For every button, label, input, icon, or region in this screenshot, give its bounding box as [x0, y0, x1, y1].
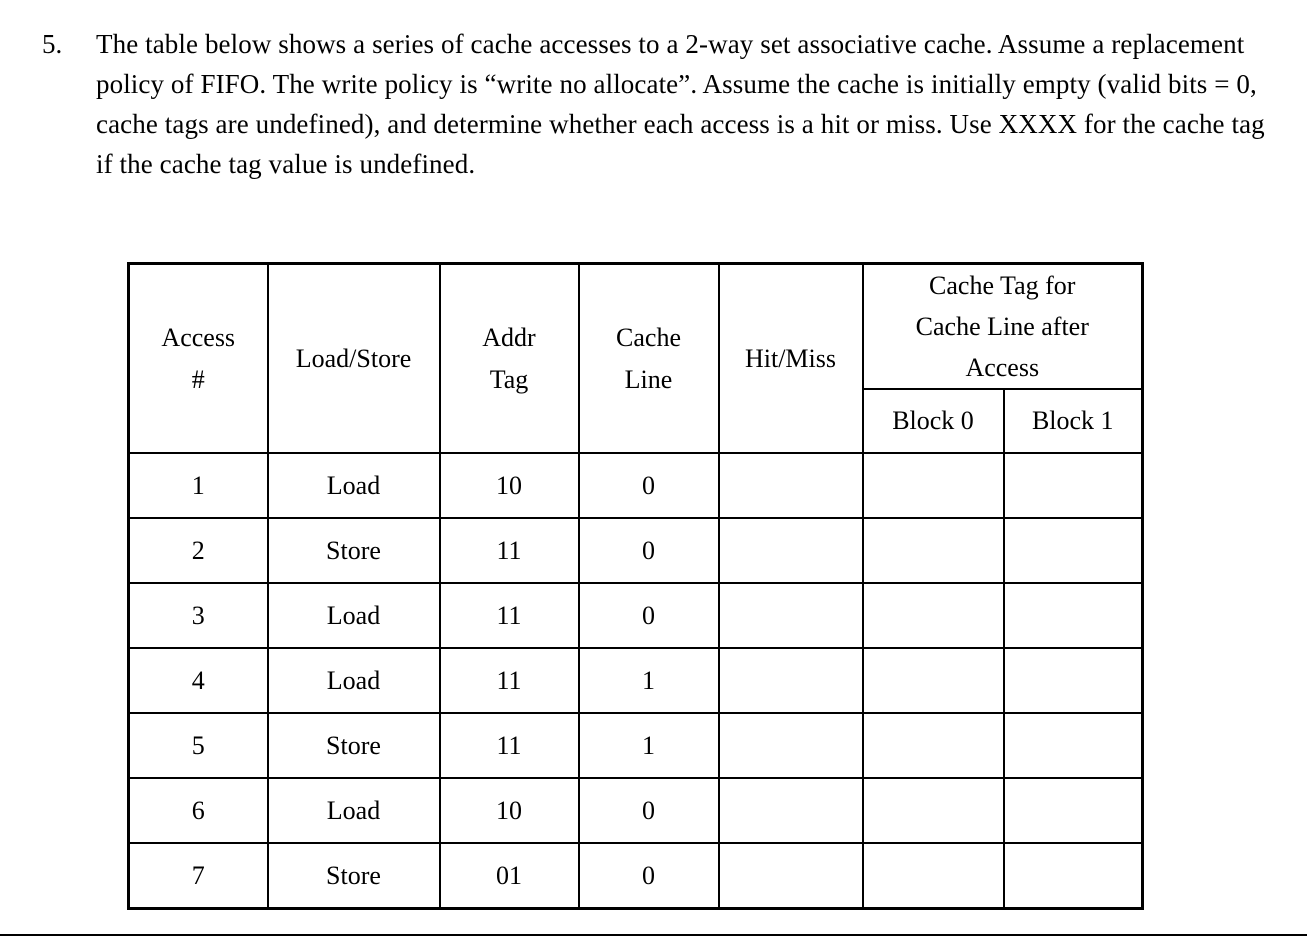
cell-hit-miss[interactable] — [717, 777, 864, 844]
cell-cache-line: 1 — [577, 712, 720, 779]
header-addr-line2: Tag — [489, 364, 529, 394]
header-cache-tag-group-line1: Cache Tag for — [929, 271, 1076, 300]
cell-block0[interactable] — [861, 842, 1005, 910]
cell-addr-tag: 11 — [438, 517, 580, 584]
header-access: Access # — [127, 262, 269, 454]
cell-cache-line: 0 — [577, 452, 720, 519]
cell-load-store: Load — [266, 777, 441, 844]
cell-block0[interactable] — [861, 517, 1005, 584]
cell-access: 6 — [127, 777, 269, 844]
cell-addr-tag: 11 — [438, 582, 580, 649]
cell-hit-miss[interactable] — [717, 517, 864, 584]
cell-block0[interactable] — [861, 582, 1005, 649]
cell-load-store: Store — [266, 842, 441, 910]
header-block1: Block 1 — [1002, 388, 1144, 454]
cell-hit-miss[interactable] — [717, 712, 864, 779]
cell-access: 7 — [127, 842, 269, 910]
cell-block0[interactable] — [861, 777, 1005, 844]
cell-block0[interactable] — [861, 452, 1005, 519]
cell-addr-tag: 01 — [438, 842, 580, 910]
header-load-store: Load/Store — [266, 262, 441, 454]
header-block0: Block 0 — [861, 388, 1005, 454]
cell-block1[interactable] — [1002, 517, 1144, 584]
cell-block1[interactable] — [1002, 712, 1144, 779]
header-row-primary: Access # Load/Store Addr Tag Cache Line … — [127, 262, 1144, 454]
cell-load-store: Load — [266, 647, 441, 714]
cell-addr-tag: 10 — [438, 777, 580, 844]
cell-addr-tag: 10 — [438, 452, 580, 519]
header-cache-tag-group-line2: Cache Line after — [915, 312, 1089, 341]
question-text: The table below shows a series of cache … — [96, 29, 1265, 179]
cell-block1[interactable] — [1002, 842, 1144, 910]
cell-block1[interactable] — [1002, 452, 1144, 519]
header-row-secondary: Block 0 Block 1 — [129, 388, 1144, 454]
header-cache-tag-group: Cache Tag for Cache Line after Access — [861, 262, 1144, 390]
question-block: 5. The table below shows a series of cac… — [0, 0, 1307, 184]
cell-block1[interactable] — [1002, 582, 1144, 649]
header-cache-line2: Line — [624, 364, 673, 394]
question-number: 5. — [42, 29, 63, 59]
cell-access: 4 — [127, 647, 269, 714]
cell-block0[interactable] — [861, 712, 1005, 779]
cell-cache-line: 0 — [577, 842, 720, 910]
cell-access: 3 — [127, 582, 269, 649]
cell-access: 2 — [127, 517, 269, 584]
cache-table-container: Access # Load/Store Addr Tag Cache Line … — [127, 262, 1145, 910]
cell-addr-tag: 11 — [438, 647, 580, 714]
cell-cache-line: 0 — [577, 582, 720, 649]
page-bottom-rule — [0, 934, 1307, 936]
header-cache-tag-group-line3: Access — [965, 353, 1040, 382]
cell-hit-miss[interactable] — [717, 582, 864, 649]
cell-hit-miss[interactable] — [717, 842, 864, 910]
cell-addr-tag: 11 — [438, 712, 580, 779]
header-cache-line: Cache Line — [577, 262, 720, 454]
cell-block1[interactable] — [1002, 647, 1144, 714]
cell-cache-line: 1 — [577, 647, 720, 714]
header-access-line1: Access — [161, 322, 236, 352]
cell-cache-line: 0 — [577, 777, 720, 844]
header-addr-line1: Addr — [482, 322, 536, 352]
header-addr-tag: Addr Tag — [438, 262, 580, 454]
cell-access: 1 — [127, 452, 269, 519]
cell-cache-line: 0 — [577, 517, 720, 584]
cell-block1[interactable] — [1002, 777, 1144, 844]
header-hit-miss: Hit/Miss — [717, 262, 864, 454]
question-row: 5. The table below shows a series of cac… — [0, 0, 1307, 184]
cell-hit-miss[interactable] — [717, 452, 864, 519]
cell-load-store: Store — [266, 712, 441, 779]
cell-load-store: Load — [266, 582, 441, 649]
cell-access: 5 — [127, 712, 269, 779]
header-access-line2: # — [191, 364, 205, 394]
cell-load-store: Store — [266, 517, 441, 584]
cell-hit-miss[interactable] — [717, 647, 864, 714]
cell-block0[interactable] — [861, 647, 1005, 714]
cell-load-store: Load — [266, 452, 441, 519]
cache-access-table: Access # Load/Store Addr Tag Cache Line … — [127, 262, 1145, 910]
table-header: Access # Load/Store Addr Tag Cache Line … — [127, 262, 1144, 454]
header-cache-line1: Cache — [616, 322, 681, 352]
